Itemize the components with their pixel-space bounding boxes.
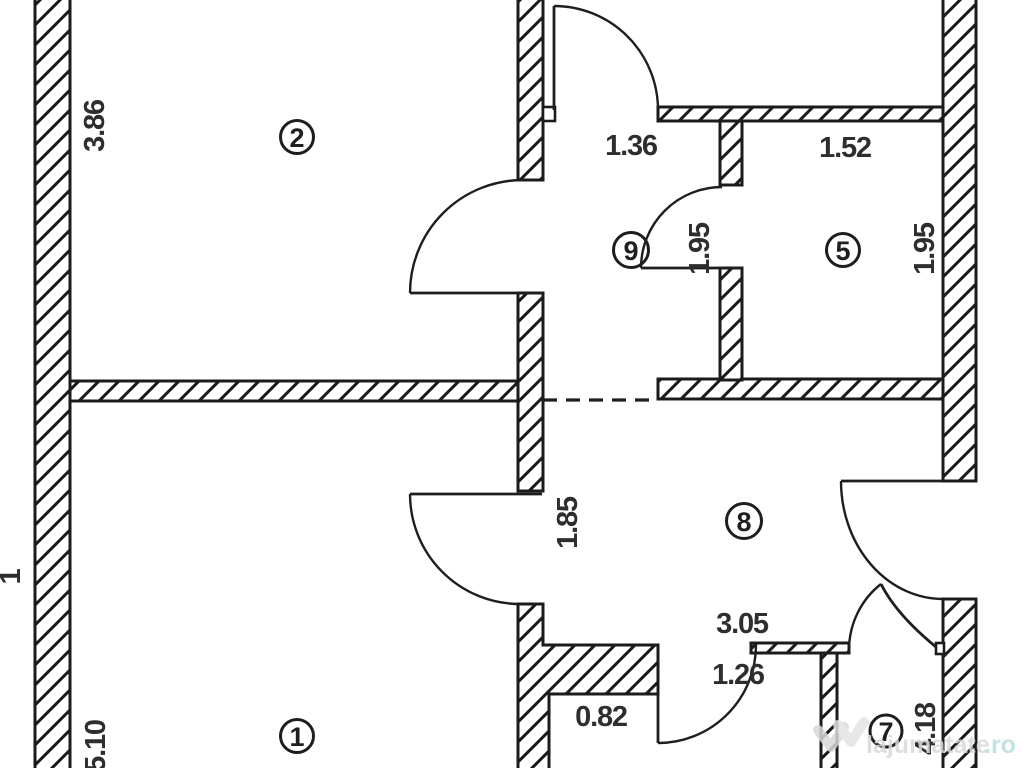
svg-text:8: 8 <box>736 507 751 537</box>
svg-text:.ro: .ro <box>984 731 1016 759</box>
svg-text:4.18: 4.18 <box>910 702 942 755</box>
svg-text:1.36: 1.36 <box>605 130 658 162</box>
svg-text:9: 9 <box>623 236 638 266</box>
svg-text:1: 1 <box>0 568 27 584</box>
svg-text:0.82: 0.82 <box>575 701 627 733</box>
svg-text:lajumatate: lajumatate <box>866 731 990 759</box>
svg-text:1: 1 <box>289 722 304 752</box>
svg-text:1.85: 1.85 <box>552 496 584 549</box>
svg-text:3.86: 3.86 <box>79 99 111 152</box>
svg-text:1.95: 1.95 <box>684 222 716 275</box>
svg-text:7: 7 <box>878 717 893 747</box>
svg-text:5: 5 <box>835 236 850 266</box>
svg-text:1.52: 1.52 <box>819 132 871 164</box>
svg-text:5.10: 5.10 <box>80 720 112 768</box>
svg-text:2: 2 <box>289 123 304 153</box>
svg-text:3.05: 3.05 <box>716 608 769 640</box>
svg-text:1.26: 1.26 <box>712 659 765 691</box>
svg-text:1.95: 1.95 <box>909 222 941 275</box>
